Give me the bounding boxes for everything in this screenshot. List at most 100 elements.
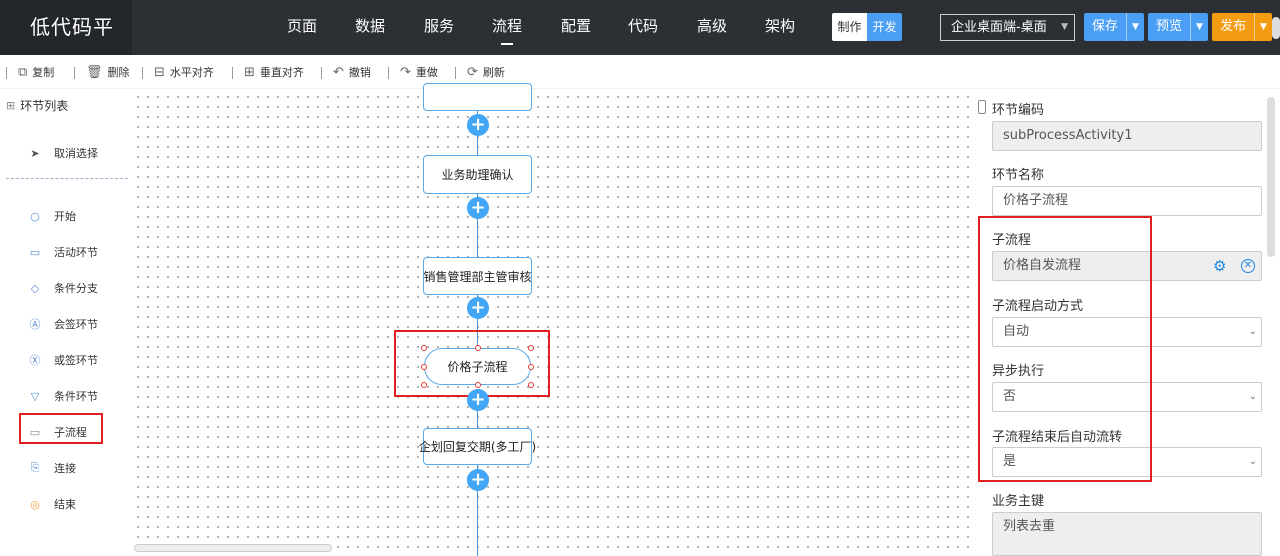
horizontal-align-button[interactable]: ⊟ 水平对齐: [154, 64, 214, 80]
business-key-label: 业务主键: [992, 494, 1045, 509]
chevron-down-icon: ▼: [1061, 22, 1068, 32]
palette-label: 会签环节: [54, 318, 98, 331]
save-button-label: 保存: [1092, 19, 1119, 34]
selection-handle[interactable]: [475, 382, 481, 388]
add-node-button[interactable]: +: [467, 469, 489, 491]
highlight-box-subprocess-palette: [19, 413, 103, 444]
flow-node-price-subprocess[interactable]: 价格子流程: [424, 348, 531, 385]
start-mode-select[interactable]: 自动 ⌄: [992, 317, 1262, 347]
diamond-icon: ◇: [30, 281, 40, 295]
node-list-panel: ⊞ 环节列表 ➤ 取消选择 ○ 开始 ▭ 活动环节 ◇ 条件分支 Ⓐ 会签环节 …: [0, 89, 130, 556]
nav-advanced[interactable]: 高级: [697, 17, 728, 35]
toolbar-separator: [321, 67, 322, 79]
mode-toggle[interactable]: 制作 开发: [832, 13, 902, 41]
flow-node-planning-reply[interactable]: 企划回复交期(多工厂): [419, 428, 536, 465]
cancel-selection-item[interactable]: ➤ 取消选择: [28, 145, 98, 161]
node-list-title-text: 环节列表: [20, 99, 69, 113]
save-dropdown-icon[interactable]: ▼: [1126, 13, 1144, 41]
flow-node-assistant-confirm[interactable]: 业务助理确认: [423, 155, 532, 194]
vertical-align-button[interactable]: ⊞ 垂直对齐: [244, 64, 304, 80]
undo-icon: ↶: [333, 64, 344, 80]
code-field[interactable]: subProcessActivity1: [992, 121, 1262, 151]
palette-label: 条件环节: [54, 390, 98, 403]
publish-dropdown-icon[interactable]: ▼: [1254, 13, 1272, 41]
refresh-button[interactable]: ⟳ 刷新: [467, 64, 505, 80]
chevron-down-icon: ⌄: [1248, 456, 1257, 467]
top-scroll-handle[interactable]: [1272, 17, 1280, 39]
env-select[interactable]: 企业桌面端-桌面 ▼: [940, 14, 1075, 41]
selection-handle[interactable]: [528, 364, 534, 370]
auto-flow-select[interactable]: 是 ⌄: [992, 447, 1262, 477]
panel-collapse-handle[interactable]: [978, 100, 986, 114]
add-node-button[interactable]: +: [467, 114, 489, 136]
redo-button[interactable]: ↷ 重做: [400, 64, 438, 80]
canvas-horizontal-scrollbar[interactable]: [134, 544, 332, 552]
circle-icon: ○: [30, 209, 40, 223]
async-select[interactable]: 否 ⌄: [992, 382, 1262, 412]
selection-handle[interactable]: [475, 345, 481, 351]
palette-label: 开始: [54, 210, 76, 223]
toolbar-separator: [74, 67, 75, 79]
copy-label: 复制: [32, 66, 55, 79]
palette-countersign[interactable]: Ⓐ 会签环节: [28, 316, 99, 332]
nav-code[interactable]: 代码: [628, 17, 659, 35]
preview-button[interactable]: 预览 ▼: [1148, 13, 1209, 41]
flow-node-sales-review[interactable]: 销售管理部主管审核: [423, 257, 532, 295]
add-node-button[interactable]: +: [467, 389, 489, 411]
nav-process[interactable]: 流程: [492, 0, 522, 55]
mode-dev[interactable]: 开发: [867, 13, 902, 41]
nav-config[interactable]: 配置: [561, 17, 592, 35]
flow-node-previous[interactable]: [423, 83, 532, 111]
top-bar: 低代码平台 页面 数据 服务 流程 配置 代码 高级 架构 制作 开发 企业桌面…: [0, 0, 1280, 94]
node-list-title: ⊞ 环节列表: [6, 97, 68, 114]
palette-or-sign[interactable]: Ⓧ 或签环节: [28, 352, 99, 368]
name-field[interactable]: 价格子流程: [992, 186, 1262, 216]
save-button[interactable]: 保存 ▼: [1084, 13, 1145, 41]
selection-handle[interactable]: [421, 364, 427, 370]
connection-icon: ⎘: [30, 461, 40, 474]
nav-service[interactable]: 服务: [424, 17, 455, 35]
chevron-down-icon: ⌄: [1248, 326, 1257, 337]
palette-activity[interactable]: ▭ 活动环节: [28, 244, 98, 260]
gear-icon[interactable]: ⚙: [1213, 257, 1227, 275]
flow-connector: [477, 411, 478, 428]
nav-architecture[interactable]: 架构: [765, 17, 796, 35]
selection-handle[interactable]: [528, 345, 534, 351]
delete-label: 删除: [107, 66, 130, 79]
subprocess-field[interactable]: 价格自发流程 ⚙ ✕: [992, 251, 1262, 281]
copy-button[interactable]: ⧉ 复制: [18, 64, 54, 80]
business-key-field[interactable]: 列表去重: [992, 512, 1262, 556]
undo-button[interactable]: ↶ 撤销: [333, 64, 371, 80]
async-label: 异步执行: [992, 364, 1045, 379]
palette-condition-node[interactable]: ▽ 条件环节: [28, 388, 98, 404]
toolbar-separator: [142, 67, 143, 79]
mode-make[interactable]: 制作: [832, 13, 867, 41]
palette-condition-branch[interactable]: ◇ 条件分支: [28, 280, 98, 296]
palette-end[interactable]: ◎ 结束: [28, 496, 76, 512]
palette-subprocess[interactable]: ▭ 子流程: [28, 424, 87, 440]
palette-connection[interactable]: ⎘ 连接: [28, 460, 76, 476]
flow-canvas[interactable]: + 业务助理确认 + 销售管理部主管审核 + 价格子流程 + 企划回复交期(多工…: [130, 83, 970, 556]
delete-button[interactable]: 🗑 删除: [86, 64, 130, 80]
flow-connector: [477, 319, 478, 347]
properties-scrollbar[interactable]: [1267, 97, 1275, 257]
selection-handle[interactable]: [528, 382, 534, 388]
nav-data[interactable]: 数据: [355, 17, 386, 35]
add-node-button[interactable]: +: [467, 297, 489, 319]
palette-label: 或签环节: [54, 354, 98, 367]
clear-icon[interactable]: ✕: [1241, 259, 1255, 273]
palette-start[interactable]: ○ 开始: [28, 208, 76, 224]
redo-icon: ↷: [400, 64, 411, 80]
chevron-down-icon: ⌄: [1248, 391, 1257, 402]
preview-dropdown-icon[interactable]: ▼: [1190, 13, 1208, 41]
nav-page[interactable]: 页面: [287, 17, 318, 35]
selection-handle[interactable]: [421, 345, 427, 351]
selection-handle[interactable]: [421, 382, 427, 388]
name-label: 环节名称: [992, 168, 1045, 183]
add-node-button[interactable]: +: [467, 197, 489, 219]
countersign-icon: Ⓐ: [29, 318, 41, 331]
flow-connector: [477, 219, 478, 257]
publish-button[interactable]: 发布 ▼: [1212, 13, 1273, 41]
palette-label: 条件分支: [54, 282, 98, 295]
refresh-icon: ⟳: [467, 64, 478, 80]
